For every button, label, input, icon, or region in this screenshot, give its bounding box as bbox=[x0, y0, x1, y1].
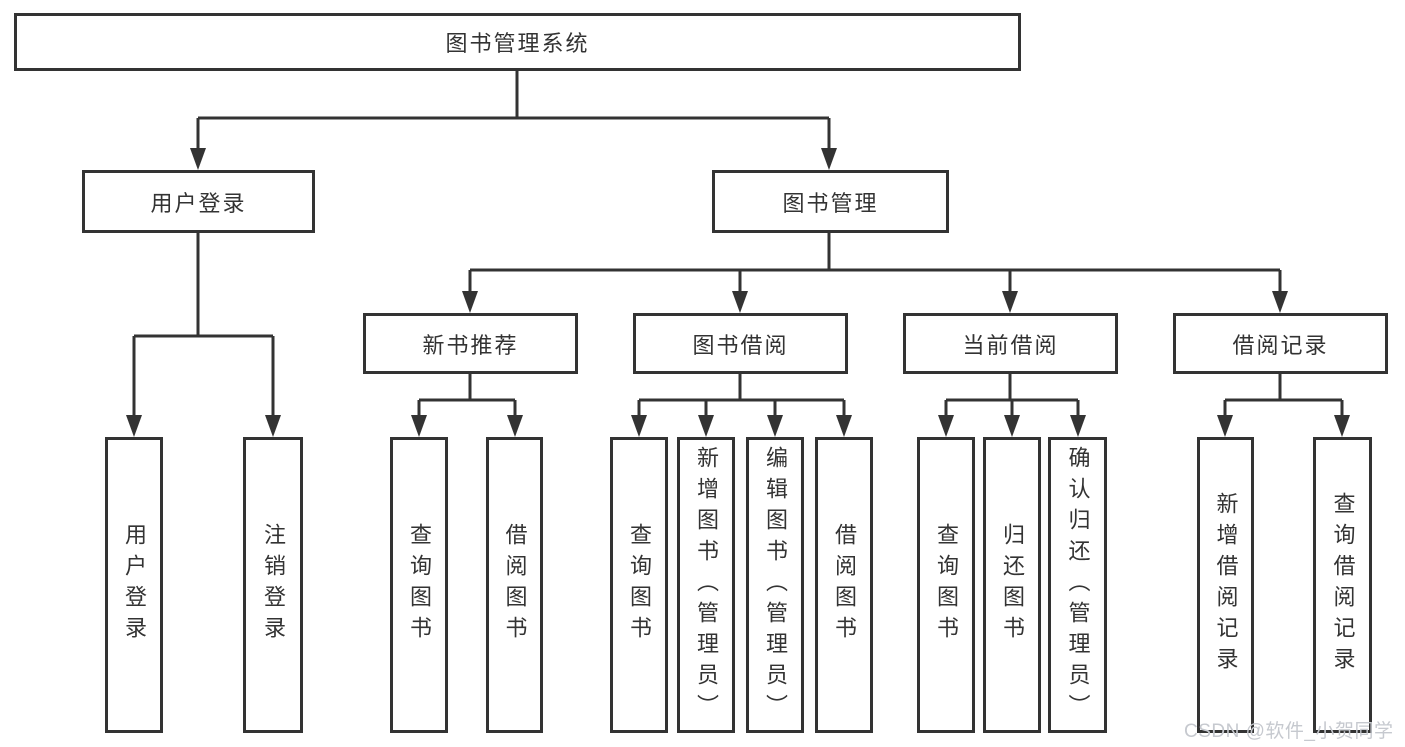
leaf-label: 注销登录 bbox=[261, 523, 286, 647]
leaf-label: 新增借阅记录 bbox=[1213, 492, 1239, 678]
leaf-confirm-return-admin: 确认归还（管理员） bbox=[1048, 437, 1107, 733]
leaf-query-books-current: 查询图书 bbox=[917, 437, 975, 733]
leaf-return-books: 归还图书 bbox=[983, 437, 1041, 733]
leaf-label: 查询图书 bbox=[407, 523, 432, 647]
leaf-borrow-books-recommend: 借阅图书 bbox=[486, 437, 543, 733]
leaf-edit-books-admin: 编辑图书（管理员） bbox=[746, 437, 804, 733]
leaf-add-borrow-record: 新增借阅记录 bbox=[1197, 437, 1254, 733]
node-library-management-system: 图书管理系统 bbox=[14, 13, 1021, 71]
leaf-query-borrow-record: 查询借阅记录 bbox=[1313, 437, 1372, 733]
leaf-label: 借阅图书 bbox=[832, 523, 857, 647]
node-book-management: 图书管理 bbox=[712, 170, 949, 233]
leaf-logout: 注销登录 bbox=[243, 437, 303, 733]
leaf-label: 归还图书 bbox=[1000, 523, 1025, 647]
csdn-watermark: CSDN @软件_小贺同学 bbox=[1184, 721, 1394, 742]
leaf-label: 借阅图书 bbox=[502, 523, 528, 647]
leaf-label: 用户登录 bbox=[122, 523, 147, 647]
node-new-book-recommend: 新书推荐 bbox=[363, 313, 578, 374]
leaf-label: 新增图书（管理员） bbox=[694, 445, 719, 725]
leaf-borrow-books: 借阅图书 bbox=[815, 437, 873, 733]
node-borrow-records: 借阅记录 bbox=[1173, 313, 1388, 374]
leaf-user-login: 用户登录 bbox=[105, 437, 163, 733]
leaf-label: 查询图书 bbox=[934, 523, 959, 647]
leaf-label: 编辑图书（管理员） bbox=[763, 445, 788, 725]
leaf-query-books-recommend: 查询图书 bbox=[390, 437, 448, 733]
leaf-label: 确认归还（管理员） bbox=[1065, 445, 1091, 725]
leaf-label: 查询借阅记录 bbox=[1330, 492, 1356, 678]
leaf-query-books-borrowing: 查询图书 bbox=[610, 437, 668, 733]
node-current-borrowing: 当前借阅 bbox=[903, 313, 1118, 374]
node-user-login: 用户登录 bbox=[82, 170, 315, 233]
node-book-borrowing: 图书借阅 bbox=[633, 313, 848, 374]
leaf-label: 查询图书 bbox=[627, 523, 652, 647]
leaf-add-books-admin: 新增图书（管理员） bbox=[677, 437, 735, 733]
